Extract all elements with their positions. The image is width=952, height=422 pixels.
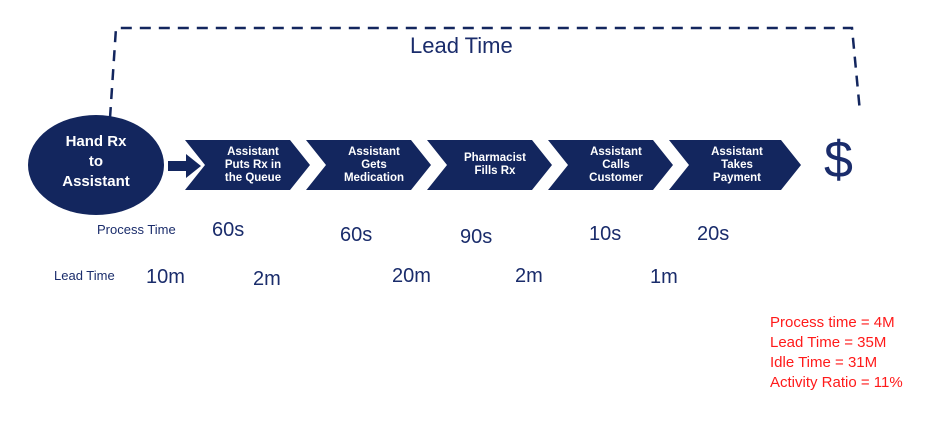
- summary-lead-time: Lead Time = 35M: [770, 334, 887, 351]
- lead-time-bracket: [108, 26, 862, 119]
- start-circle: [28, 115, 164, 215]
- lead-time-value-3: 20m: [392, 265, 431, 287]
- process-time-value-4: 10s: [589, 223, 622, 245]
- step-label-2: Assistant Gets Medication: [343, 145, 405, 184]
- lead-time-title: Lead Time: [410, 33, 513, 58]
- lead-time-value-1: 10m: [146, 266, 185, 288]
- step-chevron-3: [427, 140, 552, 190]
- process-time-value-3: 90s: [460, 226, 493, 248]
- lead-time-value-2: 2m: [253, 268, 281, 290]
- summary-idle-time: Idle Time = 31M: [770, 354, 878, 371]
- step-label-1: Assistant Puts Rx in the Queue: [224, 145, 282, 184]
- lead-time-value-5: 1m: [650, 266, 678, 288]
- summary-process-time: Process time = 4M: [770, 314, 895, 331]
- summary-block: Process time = 4M Lead Time = 35M Idle T…: [770, 313, 903, 393]
- lead-time-value-4: 2m: [515, 265, 543, 287]
- process-time-label: Process Time: [97, 222, 176, 237]
- lead-time-row-label: Lead Time: [54, 268, 115, 283]
- step-chevron-4: [548, 140, 673, 190]
- dollar-icon: $: [824, 131, 853, 189]
- step-label-5: Assistant Takes Payment: [711, 145, 763, 184]
- step-chevron-2: [306, 140, 431, 190]
- step-chevron-1: [185, 140, 310, 190]
- step-chevron-5: [669, 140, 801, 190]
- start-arrow-icon: [168, 154, 201, 178]
- step-label-3: Pharmacist Fills Rx: [463, 152, 526, 177]
- process-time-value-2: 60s: [340, 224, 373, 246]
- summary-activity-ratio: Activity Ratio = 11%: [770, 374, 903, 391]
- start-label: Hand Rx to Assistant: [62, 133, 130, 190]
- process-time-value-1: 60s: [212, 219, 245, 241]
- process-time-value-5: 20s: [697, 223, 730, 245]
- step-label-4: Assistant Calls Customer: [589, 145, 643, 184]
